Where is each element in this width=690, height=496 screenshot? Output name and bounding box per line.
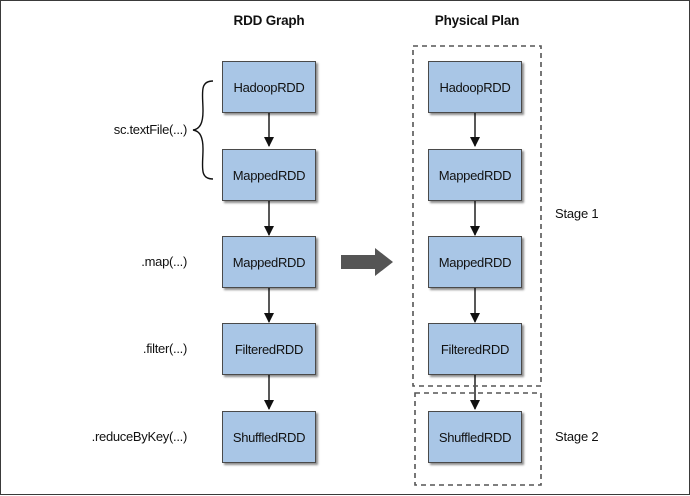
rdd-node: FilteredRDD [222,323,316,375]
stage-2-label: Stage 2 [555,429,599,444]
operation-label: sc.textFile(...) [113,122,188,137]
plan-node: MappedRDD [428,149,522,201]
stage-1-label: Stage 1 [555,206,599,221]
rdd-graph-title: RDD Graph [233,13,305,28]
rdd-node: MappedRDD [222,236,316,288]
operation-label: .reduceByKey(...) [91,429,188,444]
plan-node: FilteredRDD [428,323,522,375]
rdd-node: MappedRDD [222,149,316,201]
physical-plan-title: Physical Plan [434,13,520,28]
operation-label: .filter(...) [142,341,187,356]
stage-1-box [412,45,542,387]
stage-2-box [414,392,542,486]
plan-node: HadoopRDD [428,61,522,113]
transform-arrow-icon [341,248,393,276]
rdd-node: ShuffledRDD [222,411,316,463]
rdd-node: HadoopRDD [222,61,316,113]
plan-node: MappedRDD [428,236,522,288]
operation-label: .map(...) [141,254,187,269]
plan-node: ShuffledRDD [428,411,522,463]
brace-icon [192,80,214,180]
